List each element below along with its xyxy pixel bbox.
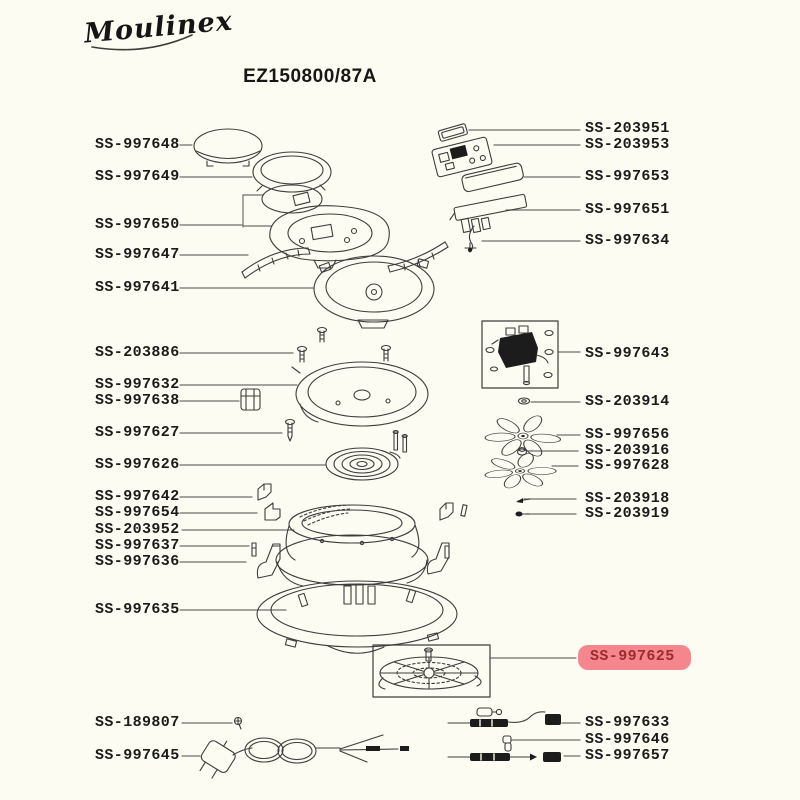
part-label-ss-997648[interactable]: SS-997648 — [95, 136, 180, 153]
part-label-ss-997649[interactable]: SS-997649 — [95, 168, 180, 185]
fan-lower-sketch — [484, 453, 557, 489]
part-label-ss-997647[interactable]: SS-997647 — [95, 246, 180, 263]
part-label-ss-203914[interactable]: SS-203914 — [585, 393, 670, 410]
part-label-ss-997646[interactable]: SS-997646 — [585, 731, 670, 748]
grommet-646-sketch — [502, 735, 512, 752]
handle-left-sketch — [241, 247, 311, 279]
part-label-ss-203886[interactable]: SS-203886 — [95, 344, 180, 361]
thermal-fuse-sketch — [464, 225, 477, 253]
part-label-ss-997635[interactable]: SS-997635 — [95, 601, 180, 618]
part-label-ss-997634[interactable]: SS-997634 — [585, 232, 670, 249]
part-label-ss-997637[interactable]: SS-997637 — [95, 537, 180, 554]
side-brackets-right-sketch — [426, 502, 468, 575]
part-label-ss-997625-highlighted[interactable]: SS-997625 — [578, 645, 691, 670]
upper-housing-sketch — [313, 255, 435, 329]
grill-plate-box-sketch — [372, 644, 491, 698]
part-label-ss-203952[interactable]: SS-203952 — [95, 521, 180, 538]
nut-sketch — [517, 397, 531, 405]
part-label-ss-203919[interactable]: SS-203919 — [585, 505, 670, 522]
part-label-ss-997653[interactable]: SS-997653 — [585, 168, 670, 185]
bracket-654-sketch — [264, 502, 281, 521]
part-label-ss-203916[interactable]: SS-203916 — [585, 442, 670, 459]
part-label-ss-997632[interactable]: SS-997632 — [95, 376, 180, 393]
cover-plate-sketch — [461, 162, 524, 193]
part-label-ss-203953[interactable]: SS-203953 — [585, 136, 670, 153]
screws-203886-sketch — [296, 326, 392, 363]
screw-203919-sketch — [515, 511, 530, 517]
fan-upper-sketch — [484, 415, 562, 457]
part-label-ss-997633[interactable]: SS-997633 — [585, 714, 670, 731]
part-label-ss-203918[interactable]: SS-203918 — [585, 490, 670, 507]
bracket-642-sketch — [257, 483, 272, 501]
part-label-ss-997638[interactable]: SS-997638 — [95, 392, 180, 409]
part-label-ss-997628[interactable]: SS-997628 — [585, 457, 670, 474]
support-bracket-sketch — [449, 193, 528, 234]
base-ring-sketch — [256, 580, 458, 654]
lid-body-sketch — [269, 205, 390, 269]
part-label-ss-997636[interactable]: SS-997636 — [95, 553, 180, 570]
part-label-ss-997654[interactable]: SS-997654 — [95, 504, 180, 521]
power-cord-sketch — [199, 734, 409, 779]
lid-ring-sketch — [252, 151, 332, 193]
logo-underline-swash — [91, 34, 193, 51]
part-label-ss-997626[interactable]: SS-997626 — [95, 456, 180, 473]
control-board-sketch — [431, 136, 493, 178]
lid-cap-sketch — [193, 128, 263, 167]
part-label-ss-997656[interactable]: SS-997656 — [585, 426, 670, 443]
leader-ss-997650 — [179, 194, 273, 228]
wire-assembly-633-sketch — [447, 707, 561, 727]
cable-clip-638-sketch — [240, 388, 261, 411]
motor-box-sketch — [481, 320, 559, 389]
inner-bowl-sketch — [275, 504, 429, 587]
handle-right-sketch — [387, 241, 449, 273]
heating-coil-sketch — [325, 429, 408, 481]
part-label-ss-203951[interactable]: SS-203951 — [585, 120, 670, 137]
part-label-ss-997641[interactable]: SS-997641 — [95, 279, 180, 296]
screw-189807-sketch — [233, 716, 243, 730]
pin-203918-sketch — [516, 498, 531, 503]
part-label-ss-997645[interactable]: SS-997645 — [95, 747, 180, 764]
cap-sketch — [516, 447, 528, 456]
part-label-ss-997657[interactable]: SS-997657 — [585, 747, 670, 764]
screw-627-sketch — [284, 418, 296, 442]
part-label-ss-997627[interactable]: SS-997627 — [95, 424, 180, 441]
wire-assembly-657-sketch — [447, 752, 561, 762]
mid-housing-sketch — [291, 361, 429, 427]
part-label-ss-997642[interactable]: SS-997642 — [95, 488, 180, 505]
lid-gasket-sketch — [261, 184, 323, 214]
page-title: EZ150800/87A — [243, 66, 377, 87]
switch-button-sketch — [437, 123, 468, 142]
part-label-ss-997643[interactable]: SS-997643 — [585, 345, 670, 362]
pin-637-sketch — [251, 542, 257, 557]
leader-lines — [179, 129, 581, 757]
part-label-ss-189807[interactable]: SS-189807 — [95, 714, 180, 731]
part-label-ss-997651[interactable]: SS-997651 — [585, 201, 670, 218]
part-label-ss-997650[interactable]: SS-997650 — [95, 216, 180, 233]
